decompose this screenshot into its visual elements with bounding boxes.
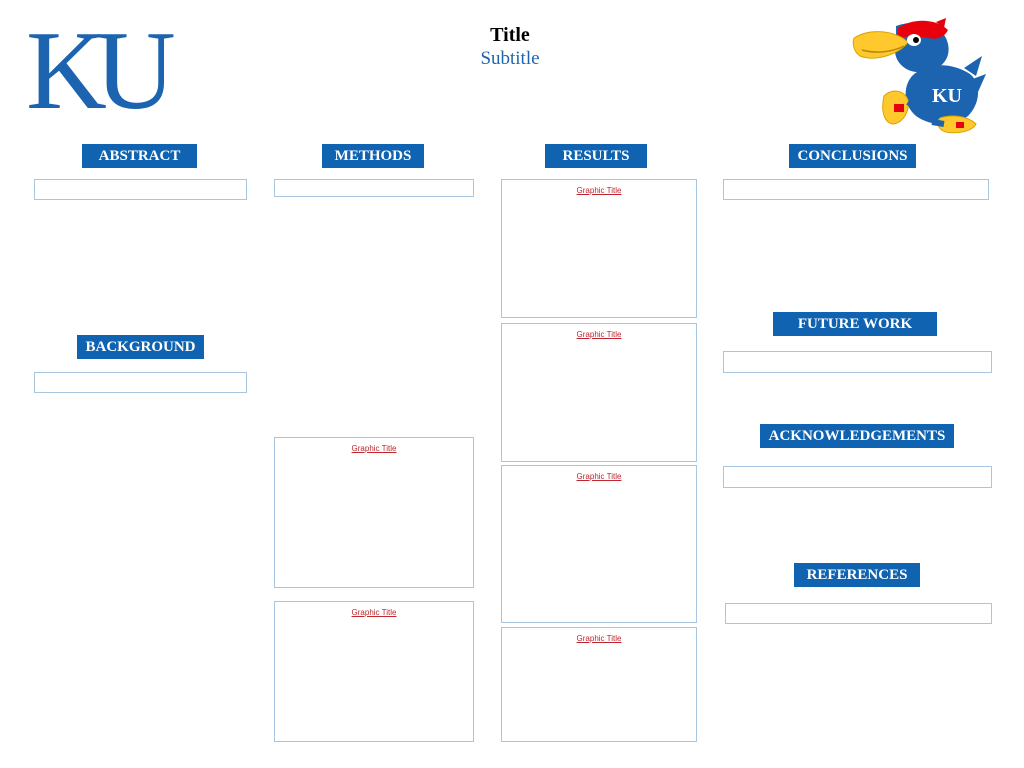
results-graphic-1[interactable]: Graphic Title — [501, 179, 697, 318]
graphic-title[interactable]: Graphic Title — [576, 186, 622, 195]
methods-text-box[interactable] — [274, 179, 474, 197]
results-header[interactable]: RESULTS — [545, 144, 647, 168]
results-graphic-2[interactable]: Graphic Title — [501, 323, 697, 462]
results-graphic-3[interactable]: Graphic Title — [501, 465, 697, 623]
poster-title[interactable]: Title — [490, 24, 530, 46]
abstract-text-box[interactable] — [34, 179, 247, 200]
conclusions-header[interactable]: CONCLUSIONS — [789, 144, 916, 168]
references-text-box[interactable] — [725, 603, 992, 624]
methods-graphic-2[interactable]: Graphic Title — [274, 601, 474, 742]
future-work-header[interactable]: FUTURE WORK — [773, 312, 937, 336]
background-header[interactable]: BACKGROUND — [77, 335, 204, 359]
graphic-title[interactable]: Graphic Title — [576, 634, 622, 643]
acknowledgements-header[interactable]: ACKNOWLEDGEMENTS — [760, 424, 954, 448]
graphic-title[interactable]: Graphic Title — [351, 444, 397, 453]
graphic-title[interactable]: Graphic Title — [576, 330, 622, 339]
references-header[interactable]: REFERENCES — [794, 563, 920, 587]
methods-header[interactable]: METHODS — [322, 144, 424, 168]
acknowledgements-text-box[interactable] — [723, 466, 992, 488]
conclusions-text-box[interactable] — [723, 179, 989, 200]
ku-logo: KU — [26, 9, 176, 133]
abstract-header[interactable]: ABSTRACT — [82, 144, 197, 168]
future-work-text-box[interactable] — [723, 351, 992, 373]
jayhawk-mascot-icon: KU — [852, 18, 986, 134]
methods-graphic-1[interactable]: Graphic Title — [274, 437, 474, 588]
background-text-box[interactable] — [34, 372, 247, 393]
graphic-title[interactable]: Graphic Title — [351, 608, 397, 617]
svg-text:KU: KU — [932, 85, 962, 107]
results-graphic-4[interactable]: Graphic Title — [501, 627, 697, 742]
graphic-title[interactable]: Graphic Title — [576, 472, 622, 481]
poster-subtitle[interactable]: Subtitle — [480, 48, 540, 69]
